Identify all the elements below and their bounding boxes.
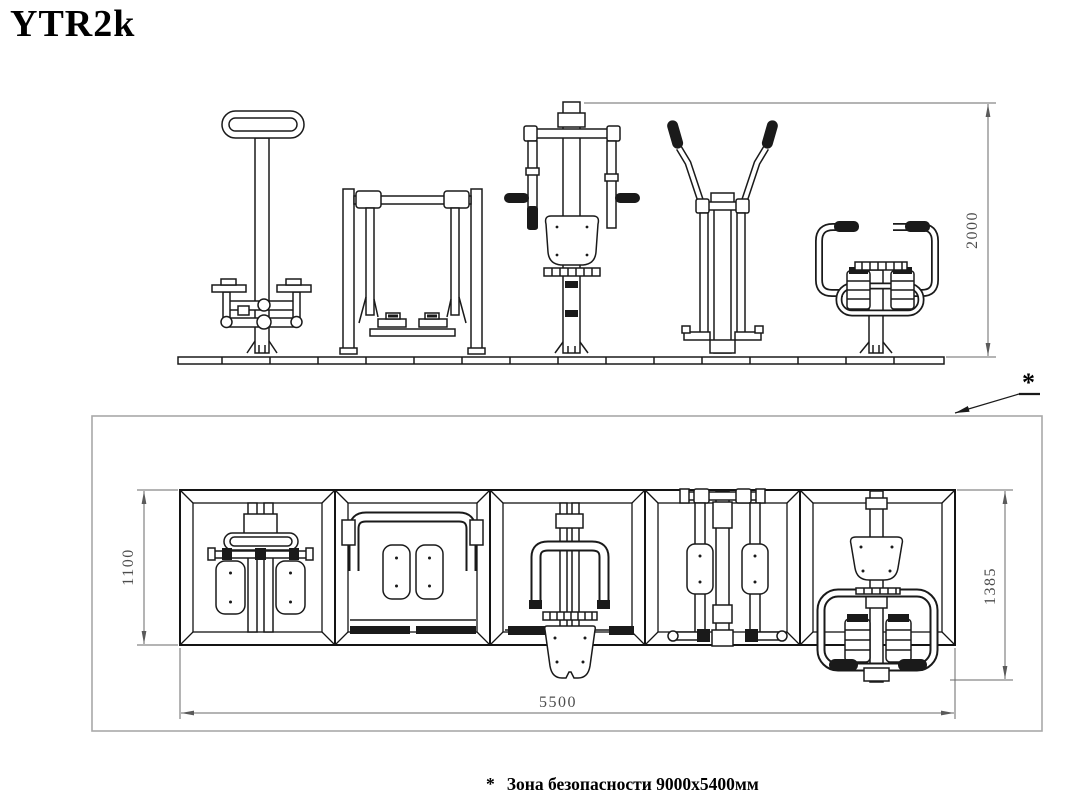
machine-1-plan — [207, 502, 314, 633]
footnote-asterisk: * — [486, 774, 495, 794]
dimension-height-2000: 2000 — [584, 102, 996, 358]
machine-3-side — [504, 101, 640, 354]
model-title: YTR2k — [10, 3, 136, 45]
safety-zone-callout: * — [954, 368, 1040, 414]
overall-depth-dim-label: 1385 — [982, 567, 999, 605]
ground-beam — [177, 356, 945, 365]
machine-4-plan — [667, 488, 788, 647]
machine-4-side — [667, 120, 778, 354]
dimension-length-5500: 5500 — [179, 648, 956, 719]
dimension-overall-depth-1385: 1385 — [950, 489, 1013, 681]
elevation-view: 2000 * — [177, 101, 1040, 414]
depth-dim-label: 1100 — [120, 548, 137, 585]
machine-2-plan — [341, 511, 484, 634]
plan-view: 1100 1385 5500 — [91, 415, 1043, 732]
machine-5-side — [815, 221, 939, 354]
length-dim-label: 5500 — [539, 694, 577, 711]
machine-5-plan — [816, 490, 939, 683]
footnote-text: Зона безопасности 9000х5400мм — [506, 774, 759, 794]
safety-zone-note: * Зона безопасности 9000х5400мм — [486, 774, 759, 795]
safety-zone-border — [91, 415, 1043, 732]
machine-2-side — [339, 188, 486, 355]
machine-3-plan — [505, 502, 634, 679]
machine-1-side — [211, 110, 312, 354]
dimension-depth-1100: 1100 — [120, 489, 178, 646]
callout-asterisk: * — [1022, 368, 1035, 397]
height-dim-label: 2000 — [964, 211, 981, 249]
